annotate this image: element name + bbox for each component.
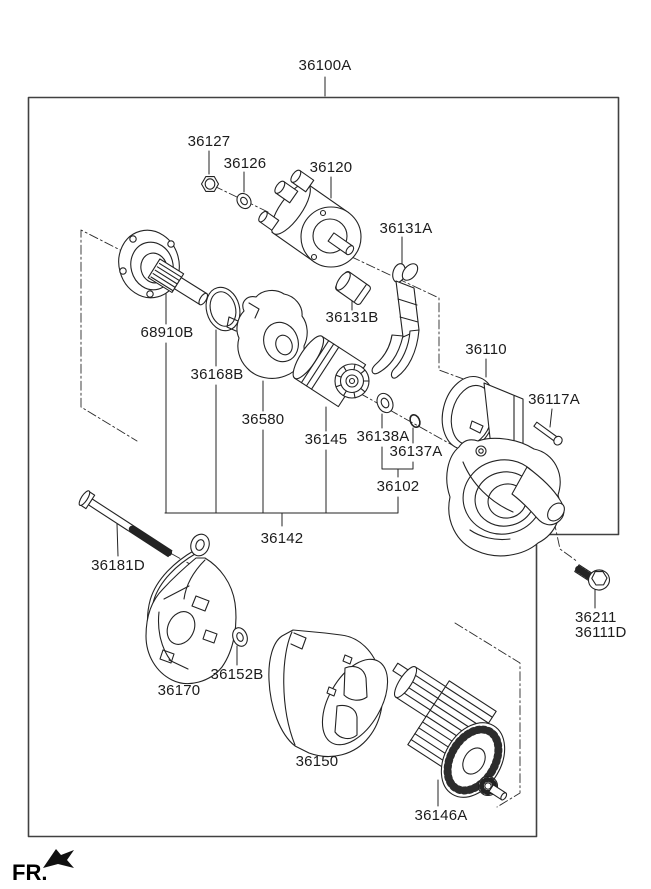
part-label-36145: 36145 xyxy=(304,431,348,448)
part-36120-solenoid-drawing xyxy=(258,169,362,268)
part-label-36111d: 36111D xyxy=(575,624,627,641)
part-36170-brush-holder-drawing xyxy=(145,533,237,685)
part-36110-front-bracket-drawing xyxy=(441,376,565,557)
part-36146a-armature-drawing xyxy=(392,662,508,801)
leader-lines xyxy=(116,76,596,807)
part-label-36131a: 36131A xyxy=(379,220,433,237)
part-label-36138a: 36138A xyxy=(356,428,410,445)
part-label-36126: 36126 xyxy=(223,155,267,172)
part-68910b-shaft-drawing xyxy=(118,229,209,306)
part-36211-bolt-drawing xyxy=(574,564,611,591)
part-36127-nut-drawing xyxy=(200,176,220,192)
part-label-36117a: 36117A xyxy=(528,391,580,408)
fr-direction-arrow-icon xyxy=(43,849,74,868)
part-36131a-shift-fork-drawing xyxy=(371,263,420,379)
part-36131b-plunger-drawing xyxy=(335,271,371,305)
part-36138a-washer-drawing xyxy=(376,392,394,414)
part-label-36170: 36170 xyxy=(157,682,201,699)
part-36145-pinion-drawing xyxy=(292,335,370,408)
part-label-36168b: 36168B xyxy=(190,366,244,383)
part-label-36211: 36211 xyxy=(575,609,617,626)
part-label-36152b: 36152B xyxy=(210,666,264,683)
part-label-36131b: 36131B xyxy=(325,309,379,326)
part-label-36120: 36120 xyxy=(309,159,353,176)
part-36137a-snap-ring-drawing xyxy=(409,414,421,428)
part-36126-washer-drawing xyxy=(236,192,252,210)
part-36181d-bolt-drawing xyxy=(78,490,174,558)
part-36152b-washer-drawing xyxy=(232,627,248,647)
fr-direction-label: FR. xyxy=(12,860,48,885)
part-36150-yoke-drawing xyxy=(268,629,389,757)
assembly-label: 36100A xyxy=(298,57,352,74)
part-36580-clutch-drawing xyxy=(226,289,308,379)
part-label-36150: 36150 xyxy=(295,753,339,770)
part-label-36110: 36110 xyxy=(465,341,507,358)
part-label-36102: 36102 xyxy=(376,478,420,495)
part-label-36580: 36580 xyxy=(241,411,285,428)
part-label-36181d: 36181D xyxy=(91,557,145,574)
part-label-36127: 36127 xyxy=(187,133,231,150)
part-36117a-pin-drawing xyxy=(533,421,563,446)
part-label-36142: 36142 xyxy=(260,530,304,547)
part-label-36137a: 36137A xyxy=(389,443,443,460)
part-label-68910b: 68910B xyxy=(140,324,194,341)
part-label-36146a: 36146A xyxy=(414,807,468,824)
